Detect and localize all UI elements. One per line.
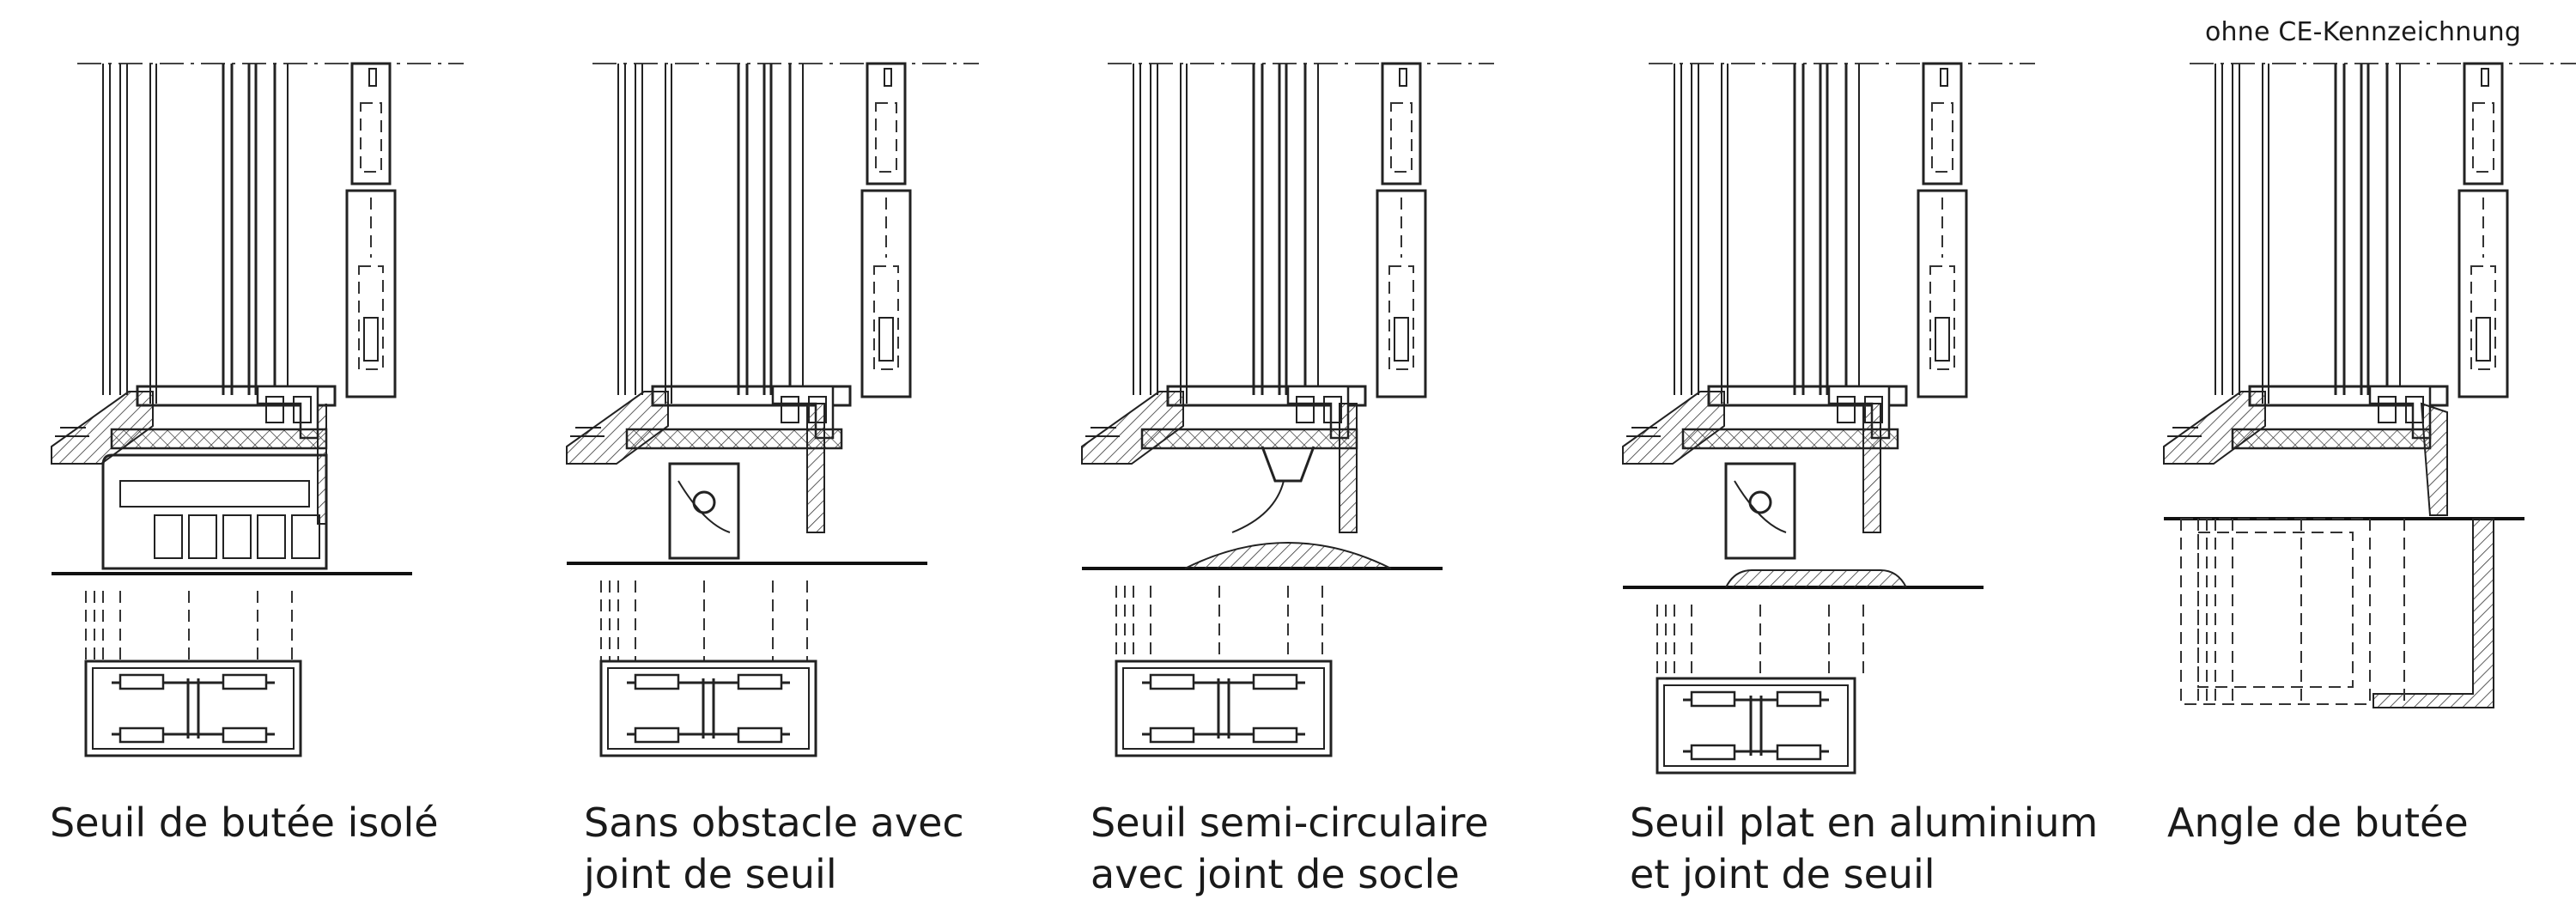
semicircular-section [1081,62,1494,757]
caption-line: Seuil de butée isolé [50,799,439,846]
ce-marking-note: ohne CE-Kennzeichnung [2205,17,2522,47]
caption-barrier-free: Sans obstacle avec joint de seuil [584,797,964,900]
caption-semicircular-threshold: Seuil semi-circulaire avec joint de socl… [1091,797,1489,900]
caption-line: avec joint de socle [1091,851,1460,897]
insulated-threshold-section [51,62,464,757]
flat-aluminium-section [1622,62,2035,775]
caption-line: Sans obstacle avec [584,799,964,846]
caption-stop-angle: Angle de butée [2167,797,2469,848]
barrier-free-section [566,62,979,757]
caption-insulated-threshold: Seuil de butée isolé [50,797,439,848]
caption-line: Angle de butée [2167,799,2469,846]
caption-line: Seuil plat en aluminium [1630,799,2099,846]
caption-line: et joint de seuil [1630,851,1935,897]
caption-line: joint de seuil [584,851,837,897]
caption-line: Seuil semi-circulaire [1091,799,1489,846]
caption-flat-aluminium-threshold: Seuil plat en aluminium et joint de seui… [1630,797,2098,900]
stop-angle-section [2163,62,2576,708]
